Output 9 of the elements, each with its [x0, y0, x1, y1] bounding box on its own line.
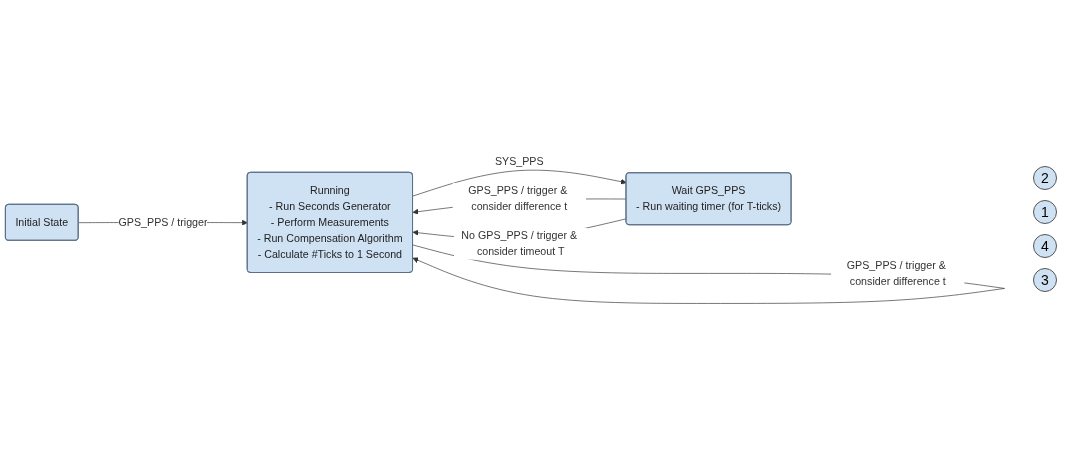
edge-label: GPS_PPS / trigger & consider difference t: [468, 184, 568, 213]
callout-number: 4: [1033, 233, 1057, 258]
edge-label: SYS_PPS: [494, 155, 544, 167]
callout-number: 1: [1033, 199, 1057, 224]
callout-number: 2: [1033, 165, 1057, 190]
callout-number: 3: [1033, 267, 1057, 292]
edge-label: GPS_PPS / trigger: [118, 216, 208, 228]
edge-label: No GPS_PPS / trigger & consider timeout T: [461, 229, 578, 258]
edge-label: GPS_PPS / trigger & consider difference t: [846, 259, 946, 287]
